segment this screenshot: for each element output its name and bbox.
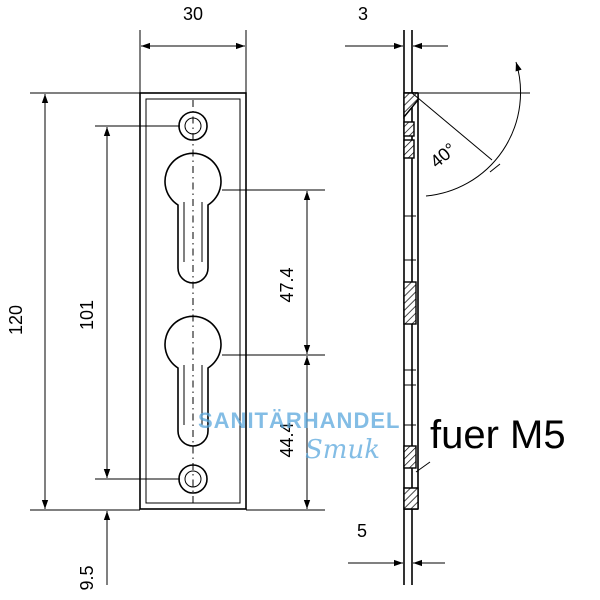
countersink-section-bottom bbox=[403, 487, 419, 510]
screw-note: fuer M5 bbox=[430, 413, 566, 457]
plate-outline bbox=[139, 92, 247, 510]
total-height-label: 120 bbox=[6, 305, 26, 335]
watermark-logo: SANITÄRHANDEL Smuk bbox=[198, 408, 400, 465]
width-label: 30 bbox=[183, 4, 203, 24]
angle-arc bbox=[425, 61, 522, 197]
upper-cylinder-cutout bbox=[164, 152, 222, 284]
front-view: 30 120 101 47.4 44.4 9.5 bbox=[6, 4, 325, 591]
side-view: 3 5 40° fuer M5 bbox=[345, 4, 566, 585]
cylinder-spacing-label: 47.4 bbox=[277, 267, 297, 302]
section-middle bbox=[403, 281, 417, 325]
watermark-text: SANITÄRHANDEL bbox=[198, 408, 400, 433]
watermark-script: Smuk bbox=[305, 435, 380, 465]
hole-spacing-label: 101 bbox=[77, 300, 97, 330]
screw-head-label: 5 bbox=[357, 521, 367, 541]
lower-cylinder-cutout bbox=[164, 315, 222, 447]
bottom-offset-label: 9.5 bbox=[77, 565, 97, 590]
angle-label: 40° bbox=[426, 139, 460, 172]
thickness-label: 3 bbox=[358, 4, 368, 24]
lower-offset-label: 44.4 bbox=[277, 422, 297, 457]
